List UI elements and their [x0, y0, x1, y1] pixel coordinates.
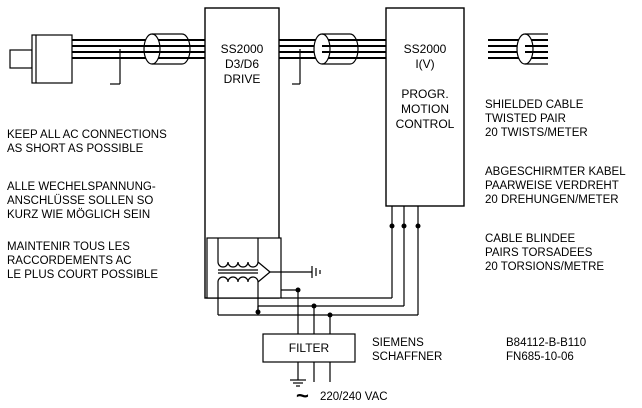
ground-icon [311, 266, 321, 278]
cable-note-line: 20 TWISTS/METER [485, 127, 588, 139]
filter-parts: B84112-B-B110 FN685-10-06 [506, 336, 586, 364]
cable-note-french: CABLE BLINDEE PAIRS TORSADEES 20 TORSION… [485, 232, 604, 274]
control-label-line: CONTROL [395, 117, 455, 131]
cable-note-line: CABLE BLINDEE [485, 233, 576, 245]
shielded-cable-icon [516, 33, 548, 65]
note-line: AS SHORT AS POSSIBLE [7, 143, 144, 155]
note-line: RACCORDEMENTS AC [7, 255, 132, 267]
filter-maker: SCHAFFNER [372, 351, 443, 363]
note-german: ALLE WECHELSPANNUNG- ANSCHLÜSSE SOLLEN S… [7, 180, 156, 222]
note-line: LE PLUS COURT POSSIBLE [7, 269, 159, 281]
control-label-line: SS2000 [403, 42, 447, 56]
note-line: ANSCHLÜSSE SOLLEN SO [7, 195, 154, 207]
note-line: KURZ WIE MÖGLICH SEIN [7, 209, 151, 221]
motor-cable [72, 39, 205, 59]
cable-note-german: ABGESCHIRMTER KABEL PAARWEISE VERDREHT 2… [485, 165, 626, 207]
shielded-cable-icon [120, 33, 205, 65]
power-wiring [217, 206, 419, 334]
filter-label: FILTER [288, 341, 330, 355]
cable-note-line: ABGESCHIRMTER KABEL [485, 166, 626, 178]
drive-label-line: D3/D6 [224, 57, 259, 71]
transformer-icon [206, 237, 312, 299]
cable-note-english: SHIELDED CABLE TWISTED PAIR 20 TWISTS/ME… [485, 98, 588, 140]
cable-note-line: 20 TORSIONS/METRE [485, 261, 605, 273]
cable-note-line: 20 DREHUNGEN/METER [485, 194, 619, 206]
ac-symbol: ~ [296, 383, 309, 408]
drive-label-line: DRIVE [223, 72, 261, 86]
wire-junctions [255, 223, 421, 318]
control-label-line: MOTION [401, 102, 449, 116]
filter-part: FN685-10-06 [506, 351, 574, 363]
drive-control-cable [279, 39, 386, 59]
cable-note-line: SHIELDED CABLE [485, 99, 584, 111]
filter-part: B84112-B-B110 [506, 337, 587, 349]
drive-label: SS2000 D3/D6 DRIVE [205, 42, 279, 87]
supply-wires [297, 362, 331, 382]
control-label: SS2000 I(V) PROGR. MOTION CONTROL [386, 42, 464, 132]
note-english: KEEP ALL AC CONNECTIONS AS SHORT AS POSS… [7, 128, 167, 156]
cable-note-line: TWISTED PAIR [485, 113, 566, 125]
motor-icon [9, 34, 73, 84]
control-box [385, 7, 465, 207]
filter-maker: SIEMENS [372, 337, 424, 349]
control-label-line: PROGR. [401, 87, 449, 101]
filter-box [262, 333, 356, 363]
control-label-line: I(V) [415, 57, 435, 71]
note-line: MAINTENIR TOUS LES [7, 241, 130, 253]
control-label-line [386, 72, 464, 87]
note-line: KEEP ALL AC CONNECTIONS [7, 129, 167, 141]
drive-label-line: SS2000 [220, 42, 264, 56]
filter-makers: SIEMENS SCHAFFNER [372, 336, 442, 364]
shielded-cable-icon [313, 33, 386, 65]
ac-supply-label: 220/240 VAC [320, 391, 388, 403]
cable-note-line: PAARWEISE VERDREHT [485, 180, 619, 192]
ground-icon [290, 379, 306, 387]
note-french: MAINTENIR TOUS LES RACCORDEMENTS AC LE P… [7, 240, 158, 282]
note-line: ALLE WECHELSPANNUNG- [7, 181, 156, 193]
cable-note-line: PAIRS TORSADEES [485, 247, 593, 259]
